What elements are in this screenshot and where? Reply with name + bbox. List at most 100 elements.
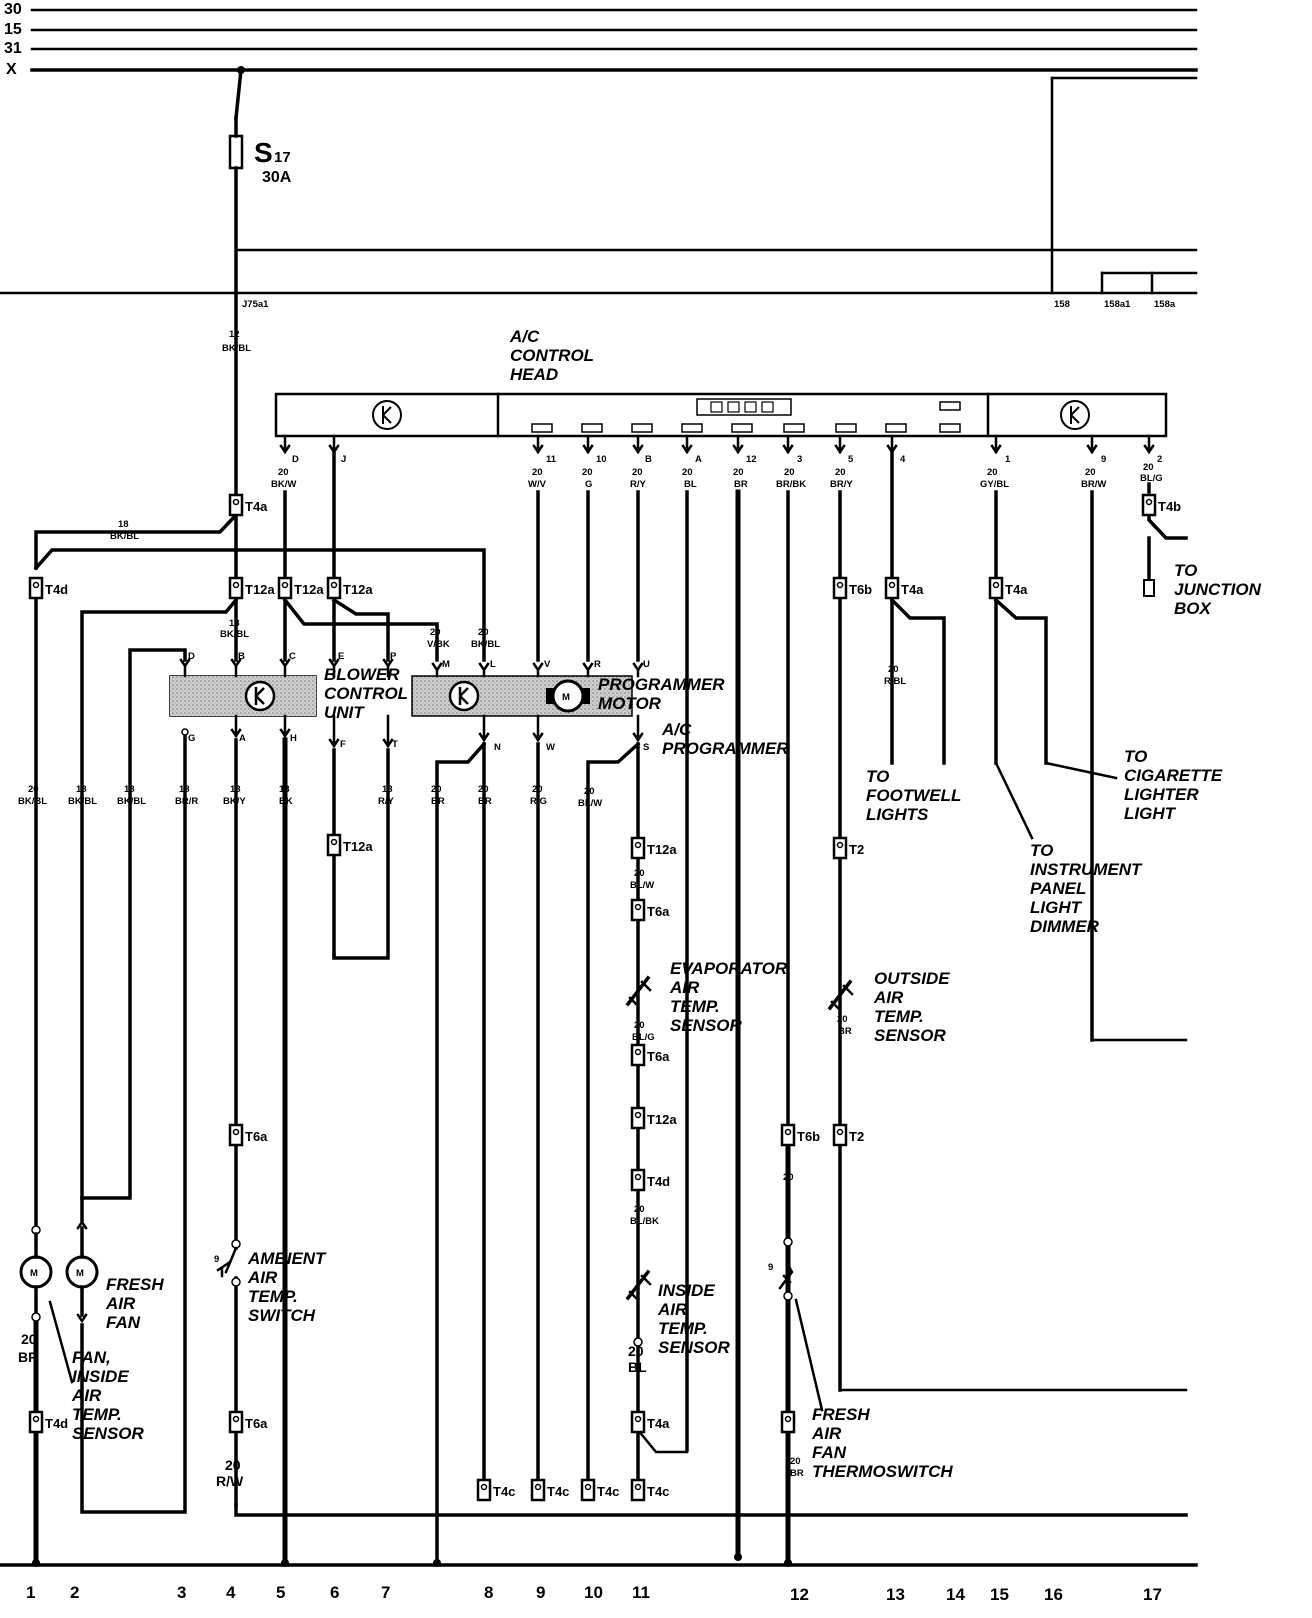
svg-text:20: 20	[784, 467, 795, 478]
connector-label: T4a	[1005, 582, 1028, 597]
svg-text:BK/BL: BK/BL	[117, 796, 146, 807]
control-head-label-3: HEAD	[510, 365, 558, 384]
svg-text:C: C	[289, 651, 296, 662]
connector-label: T4b	[1158, 499, 1181, 514]
connector-label: T4d	[647, 1174, 670, 1189]
svg-text:T: T	[392, 739, 398, 750]
svg-text:20: 20	[837, 1014, 848, 1025]
head-wires	[283, 450, 1188, 1561]
svg-text:14: 14	[946, 1585, 965, 1604]
connector-label: T6a	[647, 1049, 670, 1064]
svg-text:20: 20	[888, 664, 899, 675]
svg-text:PROGRAMMER: PROGRAMMER	[598, 675, 725, 694]
svg-text:AIR: AIR	[71, 1386, 102, 1405]
svg-text:20: 20	[835, 467, 846, 478]
bus-label-15: 15	[4, 21, 22, 38]
svg-text:L: L	[490, 659, 496, 670]
svg-text:20: 20	[987, 467, 998, 478]
svg-text:1: 1	[1005, 454, 1011, 465]
svg-text:12: 12	[790, 1585, 809, 1604]
svg-text:13: 13	[886, 1585, 905, 1604]
svg-text:20: 20	[28, 784, 39, 795]
connector-t4c: T4c	[530, 1478, 569, 1502]
fuse-name: S	[254, 137, 273, 168]
svg-text:TEMP.: TEMP.	[248, 1287, 298, 1306]
connector-label: T6a	[245, 1129, 268, 1144]
svg-text:B: B	[645, 454, 652, 465]
connector-t4d: T4d	[630, 1168, 670, 1192]
svg-text:A/C: A/C	[661, 720, 692, 739]
svg-text:E: E	[338, 651, 344, 662]
connector-t12a: T12a	[326, 576, 373, 600]
svg-text:3: 3	[797, 454, 802, 465]
svg-text:FAN: FAN	[106, 1313, 141, 1332]
svg-text:BR: BR	[838, 1026, 852, 1037]
connector-label: T6a	[245, 1416, 268, 1431]
svg-text:20: 20	[1143, 462, 1154, 473]
svg-text:D: D	[188, 651, 195, 662]
column-numbers: 1 2 3 4 5 6 7 8 9 10 11 12 13 14 15 16 1…	[26, 1583, 1162, 1604]
svg-text:BL: BL	[628, 1359, 647, 1375]
svg-text:AIR: AIR	[657, 1300, 688, 1319]
svg-text:W/V: W/V	[528, 479, 547, 490]
svg-text:BL/G: BL/G	[1140, 473, 1163, 484]
svg-text:20: 20	[733, 467, 744, 478]
svg-text:4: 4	[900, 454, 906, 465]
connector-label: T12a	[294, 582, 324, 597]
svg-text:V: V	[544, 659, 551, 670]
fresh-air-fan-motor: M FRESH AIR FAN	[65, 1219, 164, 1332]
svg-text:SWITCH: SWITCH	[248, 1306, 316, 1325]
ac-programmer: M PROGRAMMER MOTOR A/C PROGRAMMER	[411, 675, 789, 758]
connector-label: T4c	[647, 1484, 669, 1499]
svg-text:LIGHTS: LIGHTS	[866, 805, 929, 824]
wire-main-color: BK/BL	[222, 343, 251, 354]
connector-t4c: T4c	[630, 1478, 669, 1502]
connector-t2: T2	[832, 1123, 864, 1147]
connector-label: T4c	[597, 1484, 619, 1499]
svg-text:THERMOSWITCH: THERMOSWITCH	[812, 1462, 953, 1481]
svg-text:10: 10	[584, 1583, 603, 1602]
blower-pin-stubs	[179, 658, 394, 749]
svg-text:BR/Y: BR/Y	[830, 479, 853, 490]
connector-label: T4a	[245, 499, 268, 514]
svg-text:R/Y: R/Y	[630, 479, 647, 490]
svg-text:20: 20	[582, 467, 593, 478]
svg-text:G: G	[585, 479, 592, 490]
head-pins: D J 11 10 B A 12 3 5 4 1 9 2	[292, 454, 1162, 465]
svg-text:JUNCTION: JUNCTION	[1174, 580, 1262, 599]
svg-text:BL: BL	[684, 479, 697, 490]
outside-sensor: OUTSIDE AIR TEMP. SENSOR 20 BR	[827, 969, 950, 1045]
connector-t6a: T6a	[630, 898, 670, 922]
svg-text:20: 20	[532, 467, 543, 478]
svg-text:TEMP.: TEMP.	[72, 1405, 122, 1424]
svg-text:18: 18	[279, 784, 290, 795]
svg-text:R/W: R/W	[216, 1473, 244, 1489]
svg-text:EVAPORATOR: EVAPORATOR	[670, 959, 788, 978]
svg-text:INSIDE: INSIDE	[72, 1367, 129, 1386]
head-pin-stubs	[279, 434, 1155, 455]
ambient-switch: 9 AMBIENT AIR TEMP. SWITCH 20 R/W	[214, 1239, 327, 1489]
connector-label: T6a	[647, 904, 670, 919]
svg-text:J: J	[341, 454, 346, 465]
fuse-rating: 30A	[262, 169, 292, 186]
svg-text:FAN: FAN	[812, 1443, 847, 1462]
connector-t4a: T4a	[228, 493, 268, 517]
svg-text:BR: BR	[734, 479, 748, 490]
svg-text:AIR: AIR	[247, 1268, 278, 1287]
svg-text:DIMMER: DIMMER	[1030, 917, 1100, 936]
svg-text:INSTRUMENT: INSTRUMENT	[1030, 860, 1143, 879]
svg-text:18: 18	[230, 784, 241, 795]
svg-text:20: 20	[634, 1020, 645, 1031]
svg-text:BR: BR	[478, 796, 492, 807]
lower-wire-labels: 20 BK/BL 18 BK/BL 18 BK/BL 18 BR/R 18 BK…	[18, 664, 906, 809]
fan-inside-label: FAN, INSIDE AIR TEMP. SENSOR	[48, 1300, 145, 1443]
svg-text:TO: TO	[1124, 747, 1147, 766]
connector-t12a: T12a	[630, 1106, 677, 1130]
svg-text:BR: BR	[790, 1468, 804, 1479]
svg-text:18: 18	[124, 784, 135, 795]
connector-label: T4a	[647, 1416, 670, 1431]
svg-text:TEMP.: TEMP.	[874, 1007, 924, 1026]
svg-text:M: M	[30, 1268, 38, 1279]
